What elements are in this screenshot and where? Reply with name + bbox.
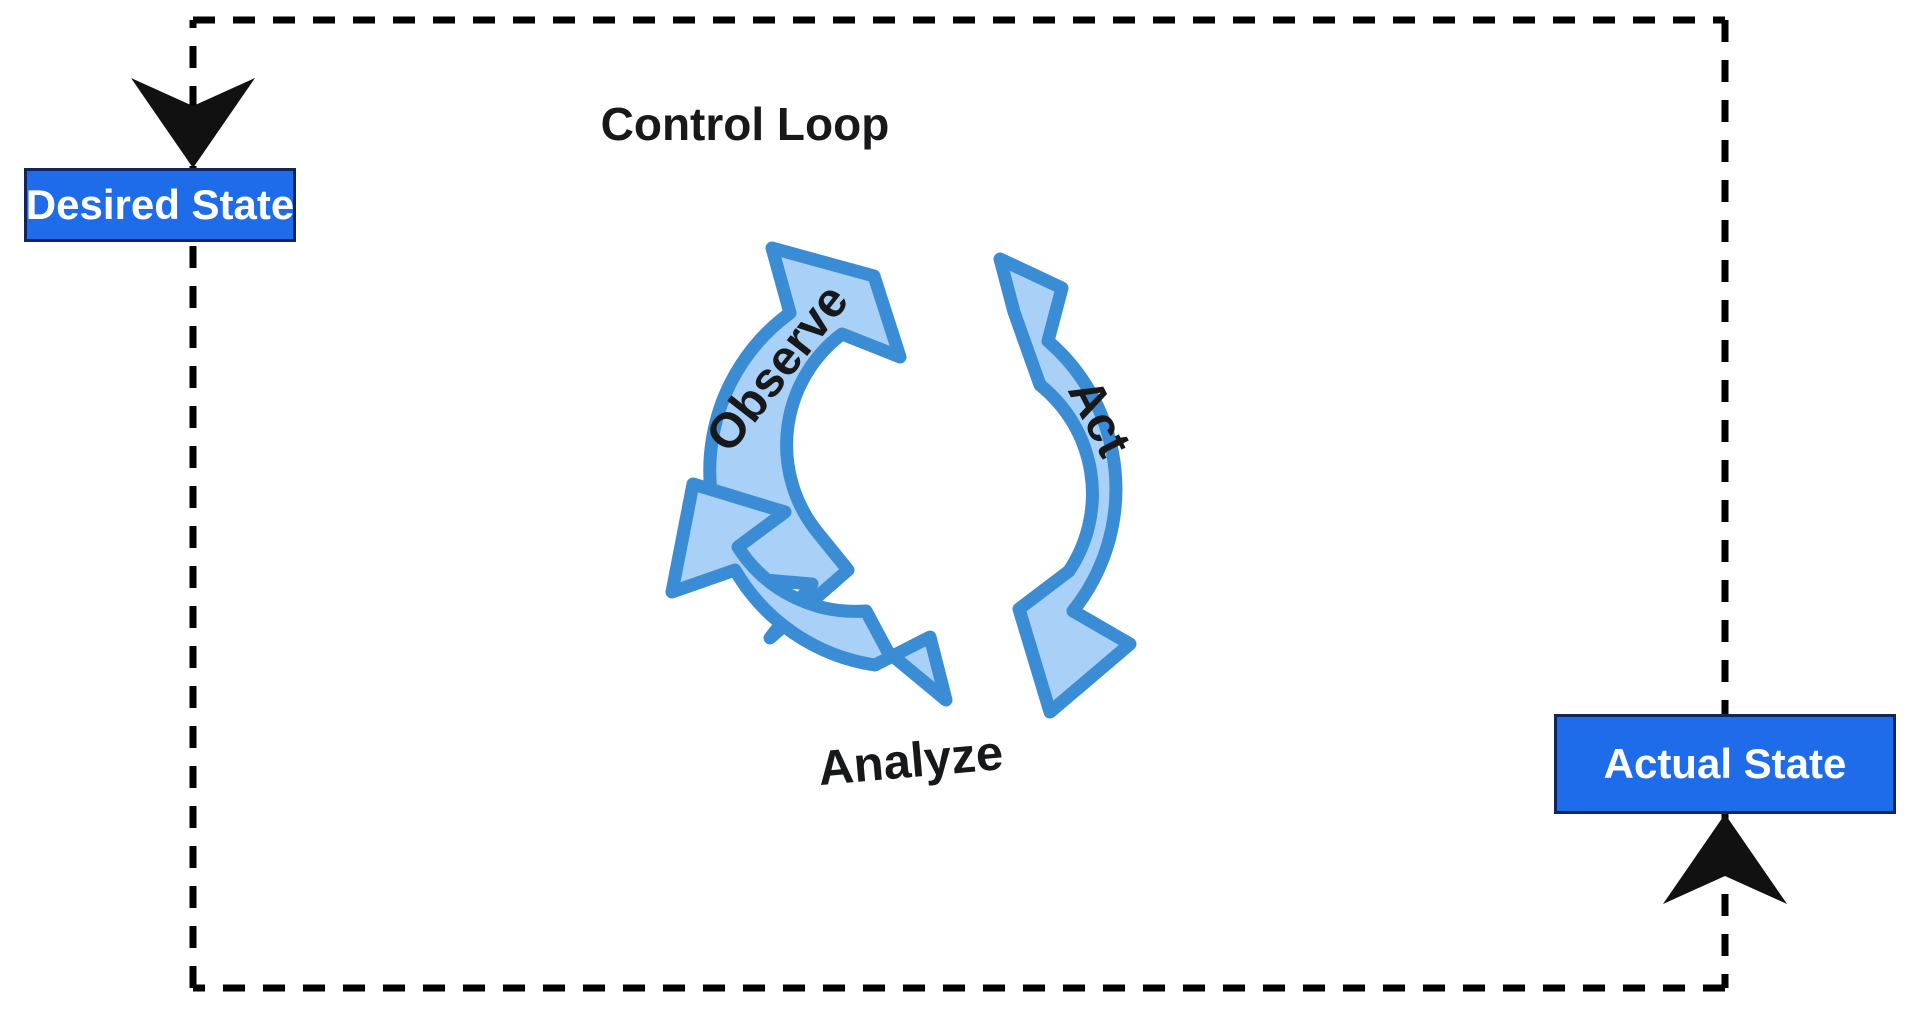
node-desired-state-label: Desired State (25, 181, 295, 228)
arrowhead-up-to-actual-state (1663, 814, 1787, 904)
page-title: Control Loop (600, 98, 890, 150)
cycle-wheel: Observe Act Analyze (665, 241, 1141, 796)
node-desired-state[interactable]: Desired State (24, 168, 296, 242)
cycle-label-analyze: Analyze (816, 726, 1005, 796)
arrowhead-down-to-desired-state (131, 78, 255, 168)
cycle-arrow-analyze[interactable] (665, 477, 953, 707)
dashed-boundary (189, 16, 1729, 992)
node-actual-state-label: Actual State (1603, 740, 1847, 787)
cycle-arrow-act[interactable] (993, 252, 1137, 719)
node-actual-state[interactable]: Actual State (1554, 714, 1896, 814)
